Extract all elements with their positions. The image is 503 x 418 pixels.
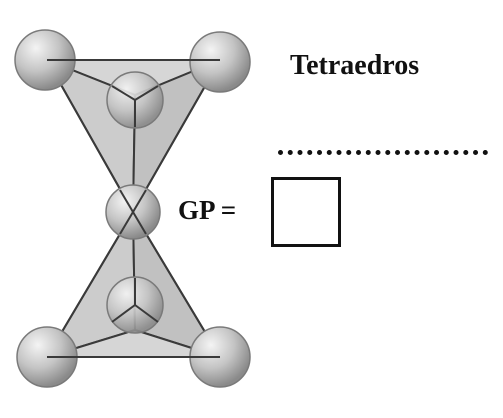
gp-label: GP = (178, 195, 237, 225)
dotted-answer-line (278, 150, 488, 155)
tetrahedra-illustration (14, 29, 251, 388)
sphere-top-right (189, 31, 251, 93)
diagram-title: Tetraedros (290, 50, 420, 81)
answer-box[interactable] (271, 177, 341, 247)
